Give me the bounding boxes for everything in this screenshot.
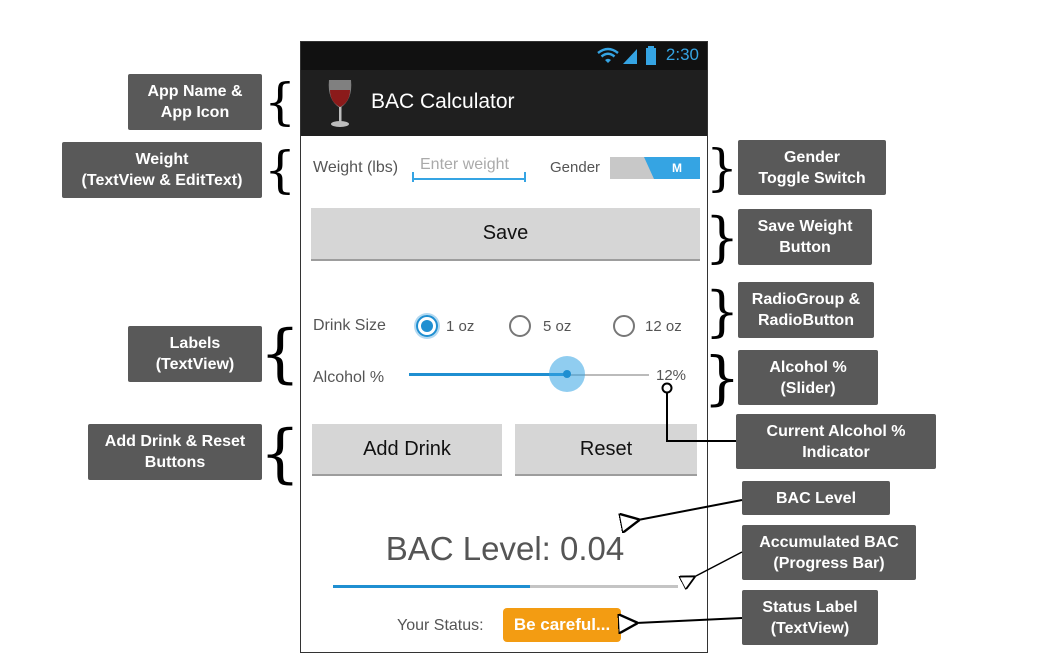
weight-input[interactable]: Enter weight [413, 156, 525, 180]
annotation-weight: Weight (TextView & EditText) [62, 142, 262, 198]
radio-5oz[interactable] [509, 315, 531, 337]
alcohol-slider-thumb[interactable] [549, 356, 586, 392]
radio-12oz[interactable] [613, 315, 635, 337]
status-bar: 2:30 [301, 42, 707, 70]
wifi-icon [597, 47, 619, 63]
radio-5oz-label: 5 oz [543, 318, 572, 335]
wine-glass-icon [328, 80, 352, 127]
alcohol-slider-fill [409, 373, 568, 376]
annotation-app-name: App Name & App Icon [128, 74, 262, 130]
annotation-current-alcohol: Current Alcohol % Indicator [736, 414, 936, 469]
weight-label: Weight (lbs) [313, 159, 399, 176]
phone-screen: 2:30 BAC Calculator Weight (lbs) Enter w… [300, 41, 708, 653]
annotation-alcohol-slider: Alcohol % (Slider) [738, 350, 878, 405]
annotation-status-label: Status Label (TextView) [742, 590, 878, 645]
annotation-save-weight: Save Weight Button [738, 209, 872, 265]
bac-level-arrow [638, 499, 743, 520]
gender-toggle[interactable]: M [610, 157, 700, 179]
weight-input-left-tick [412, 172, 414, 182]
drink-size-label: Drink Size [313, 317, 386, 334]
radio-12oz-label: 12 oz [645, 318, 682, 335]
annotation-bac-level: BAC Level [742, 481, 890, 515]
current-alcohol-connector [666, 390, 736, 442]
app-bar [301, 70, 707, 136]
radio-1oz-label: 1 oz [446, 318, 475, 335]
bac-progress-fill [333, 585, 530, 588]
status-badge: Be careful... [503, 608, 621, 642]
alcohol-value: 12% [656, 367, 687, 384]
signal-icon [623, 49, 637, 64]
weight-input-right-tick [524, 172, 526, 182]
status-time: 2:30 [665, 45, 699, 64]
current-alcohol-endpoint [661, 382, 673, 394]
gender-label: Gender [550, 159, 601, 176]
alcohol-slider-thumb-dot [563, 370, 572, 378]
weight-input-placeholder: Enter weight [420, 156, 509, 173]
radio-1oz[interactable] [416, 315, 438, 337]
annotation-accumulated-bac: Accumulated BAC (Progress Bar) [742, 525, 916, 580]
accumulated-bac-arrow [694, 551, 743, 577]
gender-toggle-value: M [672, 161, 682, 175]
alcohol-label: Alcohol % [313, 369, 385, 386]
battery-icon [646, 46, 656, 65]
gender-toggle-thumb [644, 157, 700, 179]
add-drink-button[interactable]: Add Drink [312, 424, 502, 476]
annotation-add-reset: Add Drink & Reset Buttons [88, 424, 262, 480]
status-label-arrow [636, 618, 743, 623]
bac-level-text: BAC Level: 0.04 [385, 530, 625, 567]
your-status-label: Your Status: [397, 617, 484, 634]
annotation-gender: Gender Toggle Switch [738, 140, 886, 195]
reset-button[interactable]: Reset [515, 424, 697, 476]
app-title: BAC Calculator [371, 90, 515, 113]
save-button[interactable]: Save [311, 208, 700, 261]
annotation-labels: Labels (TextView) [128, 326, 262, 382]
annotation-radio: RadioGroup & RadioButton [738, 282, 874, 338]
